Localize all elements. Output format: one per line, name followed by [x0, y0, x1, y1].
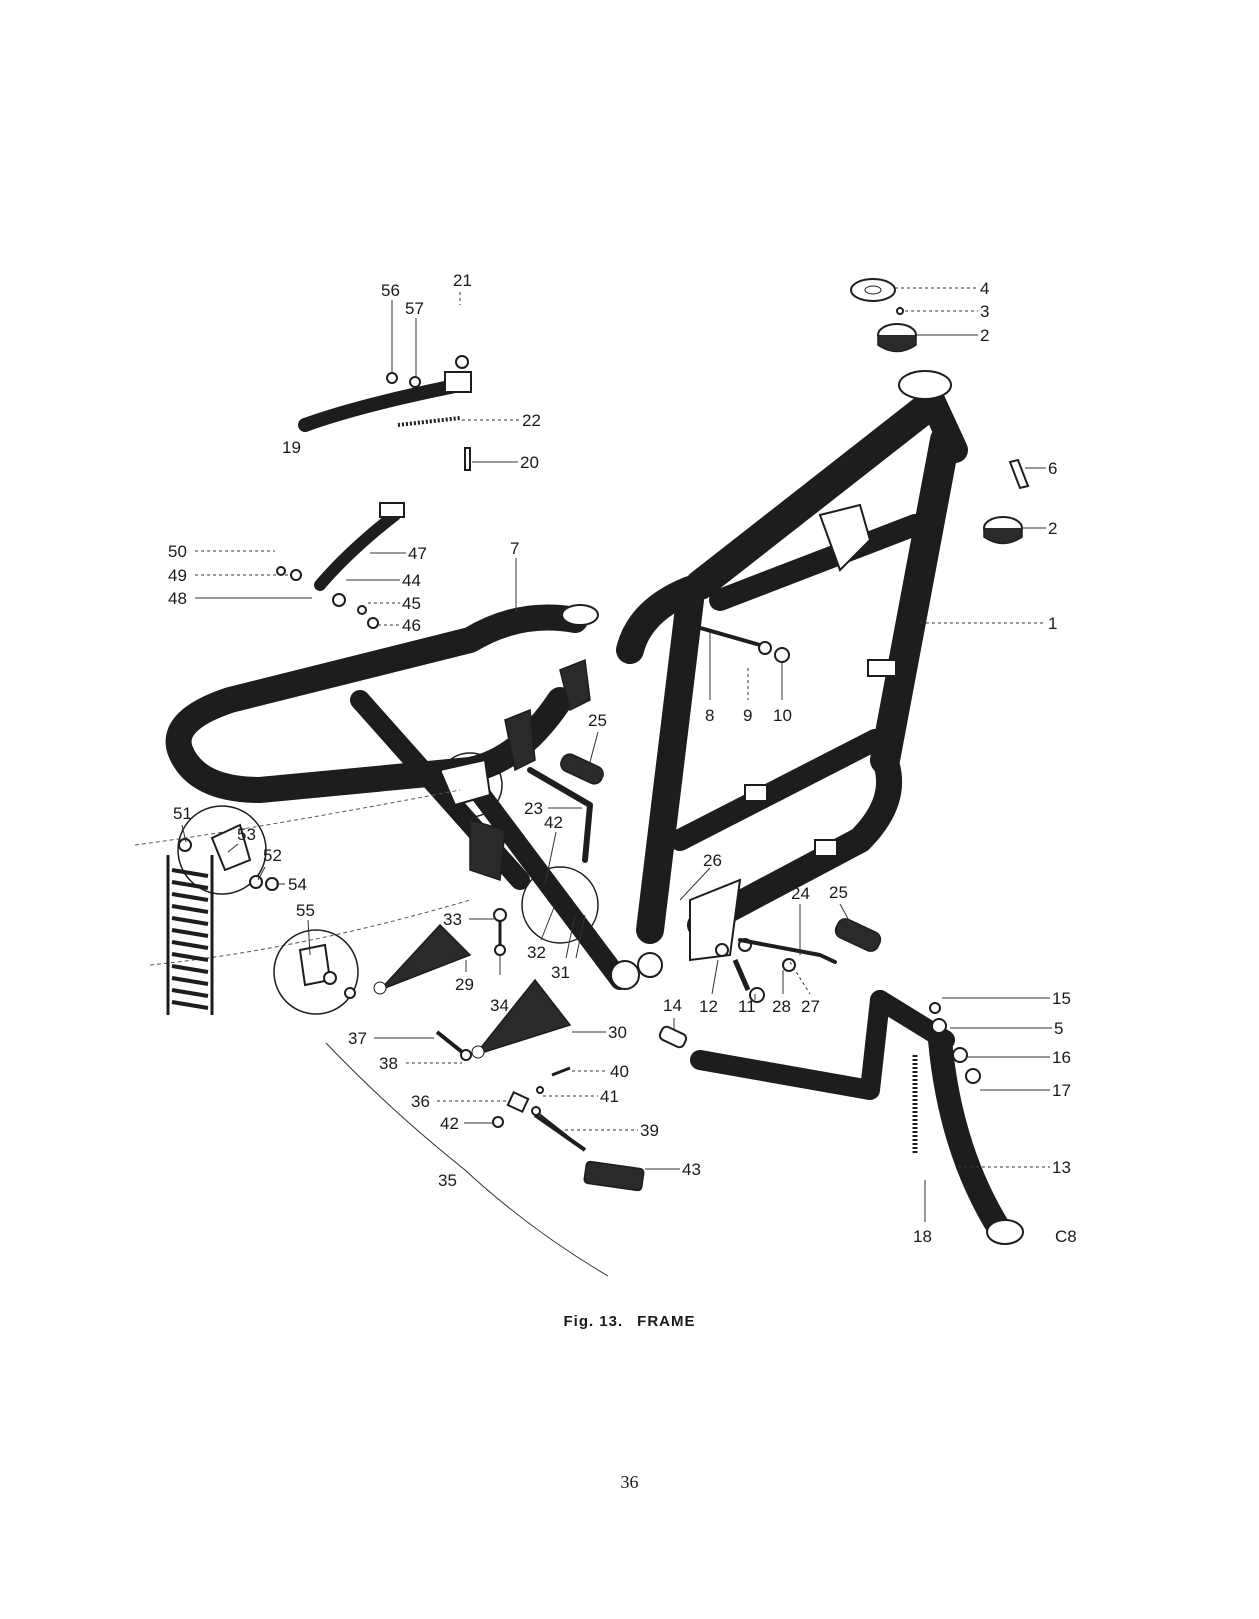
- callout-38: 38: [379, 1054, 398, 1073]
- callout-43: 43: [682, 1160, 701, 1179]
- callout-56: 56: [381, 281, 400, 300]
- callout-24: 24: [791, 884, 810, 903]
- callout-10: 10: [773, 706, 792, 725]
- callout-28: 28: [772, 997, 791, 1016]
- callout-27: 27: [801, 997, 820, 1016]
- callout-2: 2: [980, 326, 989, 345]
- steering-head-cups: [850, 278, 1030, 545]
- callout-33: 33: [443, 910, 462, 929]
- callout-49: 49: [168, 566, 187, 585]
- callout-52: 52: [263, 846, 282, 865]
- callout-20: 20: [520, 453, 539, 472]
- page-number: 36: [620, 1472, 639, 1492]
- figure-caption: Fig. 13. FRAME: [0, 1313, 1259, 1330]
- centre-stand: [690, 990, 1024, 1245]
- callout-2b: 2: [1048, 519, 1057, 538]
- callout-14: 14: [663, 996, 682, 1015]
- footrests-and-plates: [373, 753, 882, 1192]
- callout-18: 18: [913, 1227, 932, 1246]
- brake-pedal: [276, 502, 405, 629]
- callout-32: 32: [527, 943, 546, 962]
- callout-3: 3: [980, 302, 989, 321]
- callout-39: 39: [640, 1121, 659, 1140]
- callout-4: 4: [980, 279, 989, 298]
- callout-7: 7: [510, 539, 519, 558]
- callout-42: 42: [440, 1114, 459, 1133]
- callout-42b: 42: [544, 813, 563, 832]
- callout-6: 6: [1048, 459, 1057, 478]
- callout-16: 16: [1052, 1048, 1071, 1067]
- callout-40: 40: [610, 1062, 629, 1081]
- callout-15: 15: [1052, 989, 1071, 1008]
- callout-48: 48: [168, 589, 187, 608]
- main-frame: [616, 370, 968, 962]
- callout-labels: 1 2 2 3 4 5 6 7 8 9 10 11 12 14: [168, 271, 1077, 1277]
- callout-21: 21: [453, 271, 472, 290]
- callout-35: 35: [438, 1171, 457, 1190]
- callout-11: 11: [738, 997, 756, 1016]
- callout-54: 54: [288, 875, 307, 894]
- callout-41: 41: [600, 1087, 619, 1106]
- callout-8: 8: [705, 706, 714, 725]
- callout-44: 44: [402, 571, 421, 590]
- callout-51: 51: [173, 804, 192, 823]
- callout-13: 13: [1052, 1158, 1071, 1177]
- callout-19: 19: [282, 438, 301, 457]
- callout-50: 50: [168, 542, 187, 561]
- callout-12: 12: [699, 997, 718, 1016]
- callout-47: 47: [408, 544, 427, 563]
- figure-number: Fig. 13.: [563, 1313, 624, 1330]
- callout-34: 34: [490, 996, 509, 1015]
- callout-30: 30: [608, 1023, 627, 1042]
- callout-5: 5: [1054, 1019, 1063, 1038]
- callout-22: 22: [522, 411, 541, 430]
- callout-23: 23: [524, 799, 543, 818]
- callout-29: 29: [455, 975, 474, 994]
- callout-31: 31: [551, 963, 570, 982]
- callout-36: 36: [411, 1092, 430, 1111]
- callout-55: 55: [296, 901, 315, 920]
- callout-9: 9: [743, 706, 752, 725]
- suspension-inset: [134, 789, 471, 1015]
- callout-25b: 25: [829, 883, 848, 902]
- prop-stand: [298, 355, 472, 471]
- callout-26: 26: [703, 851, 722, 870]
- callout-37: 37: [348, 1029, 367, 1048]
- rear-subframe: [165, 604, 663, 990]
- callout-46: 46: [402, 616, 421, 635]
- figure-title: FRAME: [637, 1313, 696, 1330]
- drawing-code: C8: [1055, 1227, 1077, 1246]
- callout-25: 25: [588, 711, 607, 730]
- callout-53: 53: [237, 825, 256, 844]
- callout-17: 17: [1052, 1081, 1071, 1100]
- callout-45: 45: [402, 594, 421, 613]
- callout-57: 57: [405, 299, 424, 318]
- callout-1: 1: [1048, 614, 1057, 633]
